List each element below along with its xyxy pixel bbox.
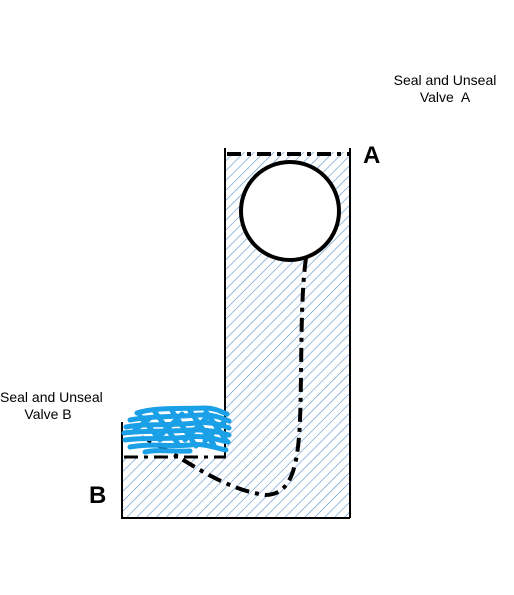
valve-b-annotation-line1: Seal and Unseal xyxy=(0,389,103,405)
label-a: A xyxy=(363,142,381,169)
tether-line xyxy=(141,257,308,498)
float-ball xyxy=(239,160,341,262)
vessel-outline xyxy=(121,148,351,519)
label-b: B xyxy=(89,482,107,509)
valve-a-annotation-line1: Seal and Unseal xyxy=(393,72,497,88)
valve-a-annotation-line2: Valve A xyxy=(419,89,471,105)
valve-b-annotation: Seal and Unseal Valve B xyxy=(0,389,103,423)
valve-b-plug-scribble xyxy=(121,405,232,455)
valve-b-annotation-line2: Valve B xyxy=(24,406,72,422)
valve-a-annotation: Seal and Unseal Valve A xyxy=(380,72,510,106)
